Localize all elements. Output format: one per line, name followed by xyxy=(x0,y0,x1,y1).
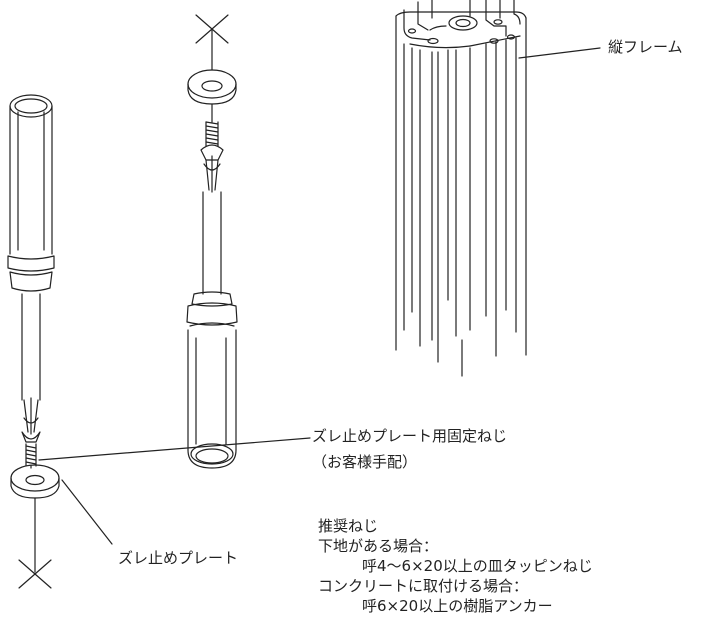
customer-supplied-label: （お客様手配） xyxy=(312,453,418,471)
recommendation-line: コンクリートに取付ける場合： xyxy=(318,577,529,595)
recommendation-line: 呼4～6×20以上の皿タッピンねじ xyxy=(362,557,593,575)
recommendation-line: 下地がある場合： xyxy=(318,537,439,555)
center-assembly xyxy=(186,14,238,469)
vertical-frame xyxy=(395,0,601,377)
screw-label: ズレ止めプレート用固定ねじ xyxy=(312,427,508,445)
plate-label: ズレ止めプレート xyxy=(118,549,239,567)
recommendation-line: 呼6×20以上の樹脂アンカー xyxy=(362,597,553,615)
left-assembly xyxy=(7,94,311,589)
frame-label: 縦フレーム xyxy=(608,38,683,56)
recommendation-title: 推奨ねじ xyxy=(318,517,379,535)
recommendation-block: 推奨ねじ 下地がある場合： 呼4～6×20以上の皿タッピンねじ コンクリートに取… xyxy=(318,516,593,616)
